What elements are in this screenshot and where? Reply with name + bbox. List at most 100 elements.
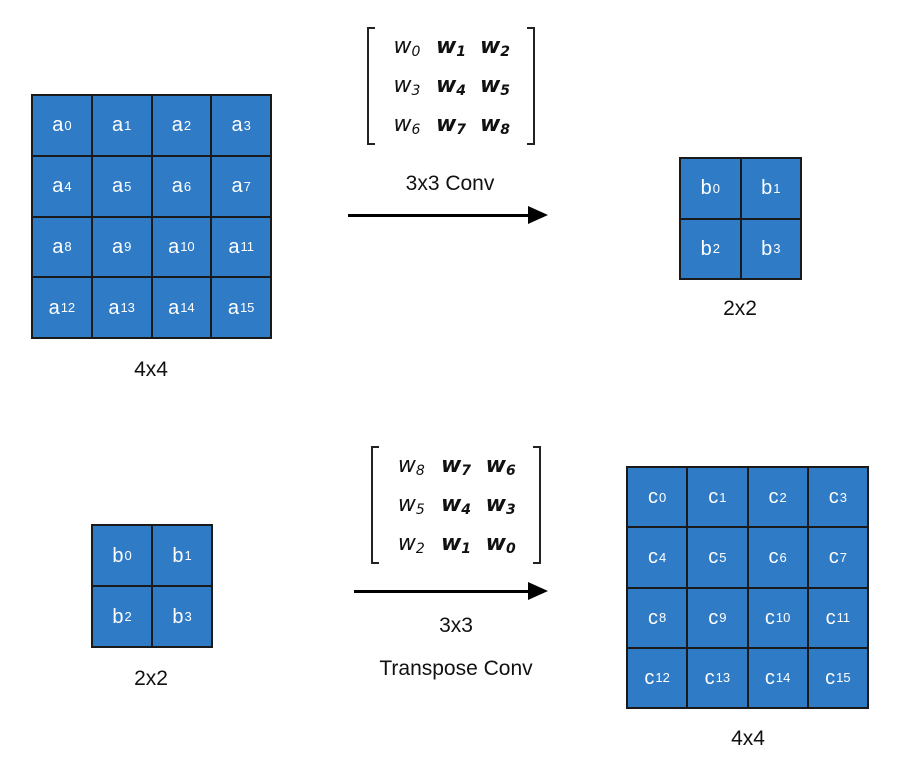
kernel-weight-w2: w2 <box>397 531 425 558</box>
cell-base: b <box>112 544 124 567</box>
cell-base: a <box>171 175 183 198</box>
cell-base: c <box>825 666 836 689</box>
cell-base: b <box>700 177 712 200</box>
cell-index: 10 <box>180 239 195 255</box>
kernel-weight-w2: w2 <box>479 33 511 60</box>
cell-index: 3 <box>773 241 781 257</box>
cell-index: 3 <box>839 489 847 505</box>
cell-base: c <box>648 606 658 629</box>
cell-index: 2 <box>124 609 132 624</box>
cell-base: c <box>708 546 719 569</box>
kernel-weight-w7: w7 <box>440 452 472 479</box>
cell-index: 0 <box>64 117 72 133</box>
cell-base: a <box>52 114 64 137</box>
right-bracket <box>533 446 541 564</box>
cell-index: 5 <box>124 178 132 194</box>
cell-base: a <box>231 175 243 198</box>
cell-base: a <box>48 296 60 319</box>
kernel-weight-w6: w6 <box>393 112 421 139</box>
cell-index: 10 <box>775 610 791 626</box>
cell-index: 14 <box>180 300 195 316</box>
cell-base: b <box>172 605 184 628</box>
kernel-weight-w3: w3 <box>393 72 421 99</box>
cell-base: a <box>228 235 240 258</box>
cell-index: 6 <box>183 178 192 194</box>
conv-arrow <box>348 206 548 224</box>
cell-base: c <box>708 486 719 509</box>
cell-index: 2 <box>779 489 787 505</box>
right-bracket <box>527 27 535 145</box>
cell-index: 0 <box>659 489 667 505</box>
cell-base: c <box>648 486 658 509</box>
cell-base: a <box>52 235 64 258</box>
cell-index: 1 <box>184 548 192 563</box>
transpose-conv-arrow <box>354 582 548 600</box>
cell-index: 13 <box>120 300 135 316</box>
cell-base: a <box>111 175 124 198</box>
transpose-input-size-label: 2x2 <box>134 667 168 690</box>
cell-index: 15 <box>836 670 851 686</box>
cell-index: 5 <box>719 549 727 565</box>
kernel-weight-w0: w0 <box>485 531 516 558</box>
cell-index: 15 <box>239 300 255 316</box>
cell-index: 3 <box>184 609 192 624</box>
left-bracket <box>367 27 375 145</box>
cell-base: a <box>108 296 120 319</box>
kernel-weight-w5: w5 <box>479 72 511 99</box>
cell-base: b <box>761 237 773 260</box>
cell-base: a <box>111 114 124 137</box>
cell-base: a <box>52 175 64 198</box>
cell-base: c <box>825 606 836 629</box>
cell-index: 11 <box>240 239 254 255</box>
kernel-weight-w8: w8 <box>397 452 425 479</box>
kernel-weight-w0: w0 <box>393 33 421 60</box>
cell-index: 1 <box>719 489 727 505</box>
cell-base: c <box>708 606 719 629</box>
cell-base: b <box>172 544 184 567</box>
kernel-weight-w4: w4 <box>440 491 472 518</box>
cell-index: 0 <box>124 548 132 563</box>
cell-base: c <box>828 546 839 569</box>
cell-index: 13 <box>715 670 731 686</box>
cell-index: 6 <box>779 549 787 565</box>
cell-index: 2 <box>712 241 720 257</box>
cell-index: 9 <box>124 239 132 255</box>
cell-index: 4 <box>64 178 72 194</box>
cell-index: 0 <box>712 180 720 196</box>
input-size-label: 4x4 <box>134 358 168 381</box>
cell-index: 7 <box>839 549 847 565</box>
cell-base: a <box>168 235 180 258</box>
